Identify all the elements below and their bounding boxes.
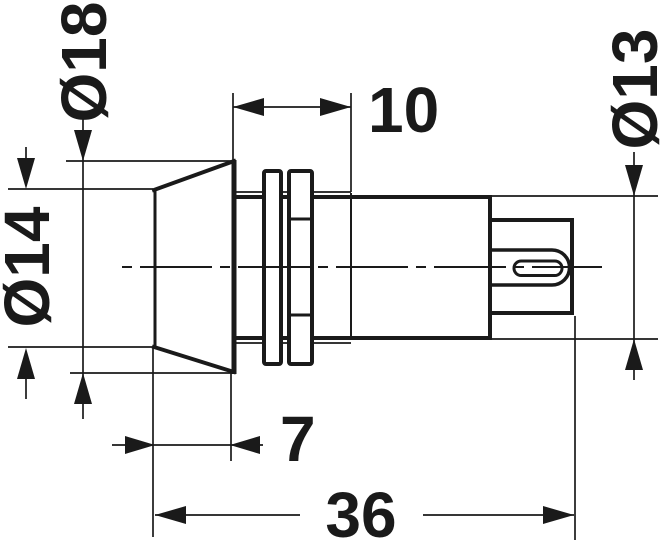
dim-front-diameter: Ø14 bbox=[0, 147, 157, 399]
dim-overall-length: 36 bbox=[155, 316, 576, 543]
dim-flange-diameter: Ø18 bbox=[48, 2, 236, 419]
arrow-up-icon bbox=[74, 373, 92, 404]
arrow-right-icon bbox=[125, 436, 155, 454]
arrow-down-icon bbox=[17, 158, 35, 189]
terminal-contact bbox=[512, 259, 564, 277]
bezel-top-slope bbox=[151, 158, 237, 193]
dim-label-overall-length: 36 bbox=[325, 479, 396, 543]
dim-label-body-diameter: Ø13 bbox=[599, 29, 665, 150]
arrow-down-icon bbox=[625, 165, 643, 196]
dim-thread-length: 10 bbox=[232, 74, 439, 192]
arrow-up-icon bbox=[17, 348, 35, 379]
arrow-left-icon bbox=[155, 506, 186, 524]
arrow-down-icon bbox=[74, 130, 92, 161]
dim-label-flange-diameter: Ø18 bbox=[48, 2, 120, 123]
bezel-bottom-slope bbox=[151, 344, 237, 375]
dim-label-bezel-depth: 7 bbox=[280, 403, 316, 475]
arrow-right-icon bbox=[543, 506, 574, 524]
dim-label-thread-length: 10 bbox=[368, 74, 439, 146]
arrow-right-icon bbox=[320, 98, 351, 116]
dim-body-diameter: Ø13 bbox=[490, 29, 665, 380]
arrow-left-icon bbox=[230, 436, 260, 454]
arrow-left-icon bbox=[233, 98, 264, 116]
dim-bezel-depth: 7 bbox=[112, 348, 316, 537]
dim-label-front-diameter: Ø14 bbox=[0, 206, 63, 327]
arrow-up-icon bbox=[625, 339, 643, 370]
